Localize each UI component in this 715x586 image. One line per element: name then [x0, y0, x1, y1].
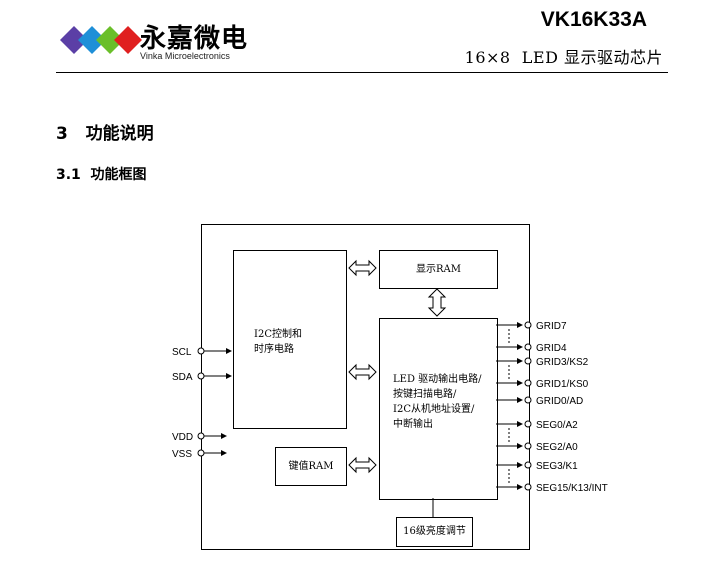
- logo-en-text: Vinka Microelectronics: [140, 51, 230, 61]
- section-subheading: 3.1 功能框图: [56, 167, 147, 183]
- header-rule: [56, 72, 668, 73]
- led-driver-block: LED 驱动输出电路/ 按键扫描电路/ I2C从机地址设置/ 中断输出: [379, 318, 498, 500]
- logo: 永嘉微电 Vinka Microelectronics: [60, 18, 247, 64]
- pin-seg0: SEG0/A2: [536, 420, 578, 431]
- pin-grid0: GRID0/AD: [536, 396, 583, 407]
- brightness-label: 16级亮度调节: [403, 526, 466, 537]
- pin-seg2: SEG2/A0: [536, 442, 578, 453]
- chip-name: VK16K33A: [540, 8, 647, 31]
- led-block-line2: 按键扫描电路/: [393, 389, 457, 400]
- pin-seg15: SEG15/K13/INT: [536, 483, 608, 494]
- pin-sda: SDA: [172, 372, 193, 383]
- double-arrow-icon: [348, 259, 447, 474]
- pin-vss: VSS: [172, 449, 192, 460]
- pin-scl: SCL: [172, 347, 192, 358]
- pin-vdd: VDD: [172, 432, 193, 443]
- key-ram-label: 键值RAM: [288, 461, 334, 472]
- i2c-block-line1: I2C控制和: [254, 329, 302, 340]
- logo-diamonds-icon: [60, 26, 142, 54]
- display-ram-label: 显示RAM: [416, 264, 461, 275]
- pin-grid3: GRID3/KS2: [536, 357, 589, 368]
- display-ram-block: 显示RAM: [379, 250, 498, 289]
- key-ram-block: 键值RAM: [275, 447, 347, 486]
- brightness-block: 16级亮度调节: [396, 517, 473, 547]
- header-subtitle: 16×8 LED 显示驱动芯片: [464, 48, 663, 67]
- right-pin-wires: [496, 321, 532, 491]
- logo-cn-text: 永嘉微电: [140, 24, 249, 54]
- i2c-control-block: I2C控制和 时序电路: [233, 250, 347, 429]
- pin-seg3: SEG3/K1: [536, 461, 578, 472]
- section-heading: 3 功能说明: [56, 124, 154, 144]
- led-block-line4: 中断输出: [393, 419, 433, 430]
- i2c-block-line2: 时序电路: [254, 344, 294, 355]
- pin-grid1: GRID1/KS0: [536, 379, 589, 390]
- led-block-line3: I2C从机地址设置/: [393, 404, 475, 415]
- left-pin-wires: [197, 347, 232, 457]
- pin-grid4: GRID4: [536, 343, 567, 354]
- led-block-line1: LED 驱动输出电路/: [393, 374, 482, 385]
- pin-grid7: GRID7: [536, 321, 567, 332]
